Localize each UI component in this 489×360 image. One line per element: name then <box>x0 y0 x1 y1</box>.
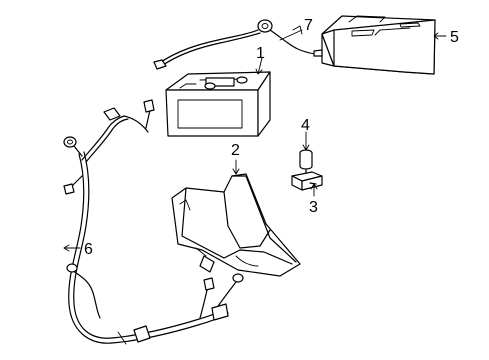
callout-1: 1 <box>256 45 265 62</box>
callout-7: 7 <box>304 17 313 34</box>
callout-6: 6 <box>84 241 93 258</box>
callout-3: 3 <box>309 199 318 216</box>
callout-2: 2 <box>231 142 240 159</box>
leader-lines <box>63 25 447 252</box>
battery-cable-harness-icon <box>63 99 244 345</box>
callout-4: 4 <box>301 117 310 134</box>
battery-cover-icon <box>321 15 436 75</box>
callout-5: 5 <box>450 29 459 46</box>
battery-icon <box>165 71 271 137</box>
ground-cable-icon <box>153 19 323 70</box>
bolt-icon <box>299 149 313 175</box>
relay-bracket-icon <box>291 171 323 191</box>
battery-tray-icon <box>171 173 301 277</box>
